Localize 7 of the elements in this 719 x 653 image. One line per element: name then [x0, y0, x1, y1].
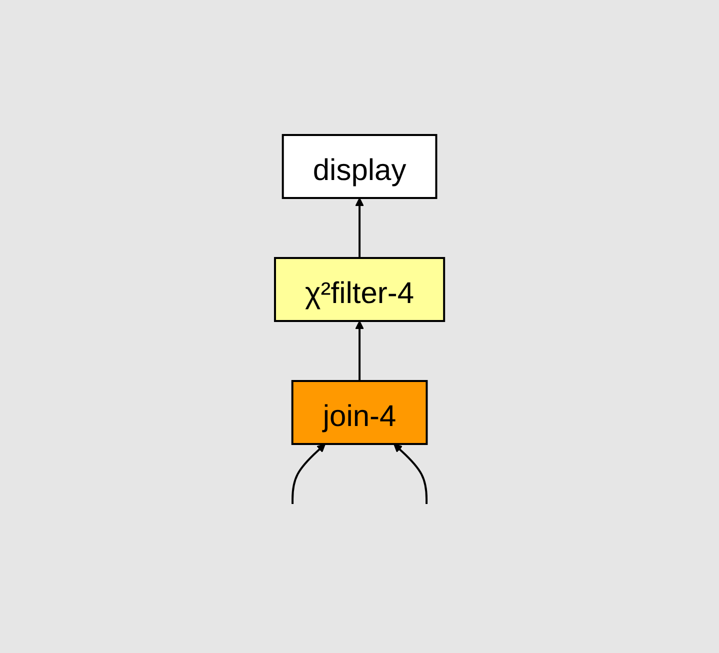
arrow: [393, 444, 428, 504]
arrow: [292, 444, 326, 504]
process-box: χ²filter-4: [274, 257, 446, 322]
process-box: display: [282, 134, 438, 199]
arrow: [355, 198, 364, 258]
process-box: join-4: [291, 380, 428, 445]
arrow: [355, 320, 364, 381]
